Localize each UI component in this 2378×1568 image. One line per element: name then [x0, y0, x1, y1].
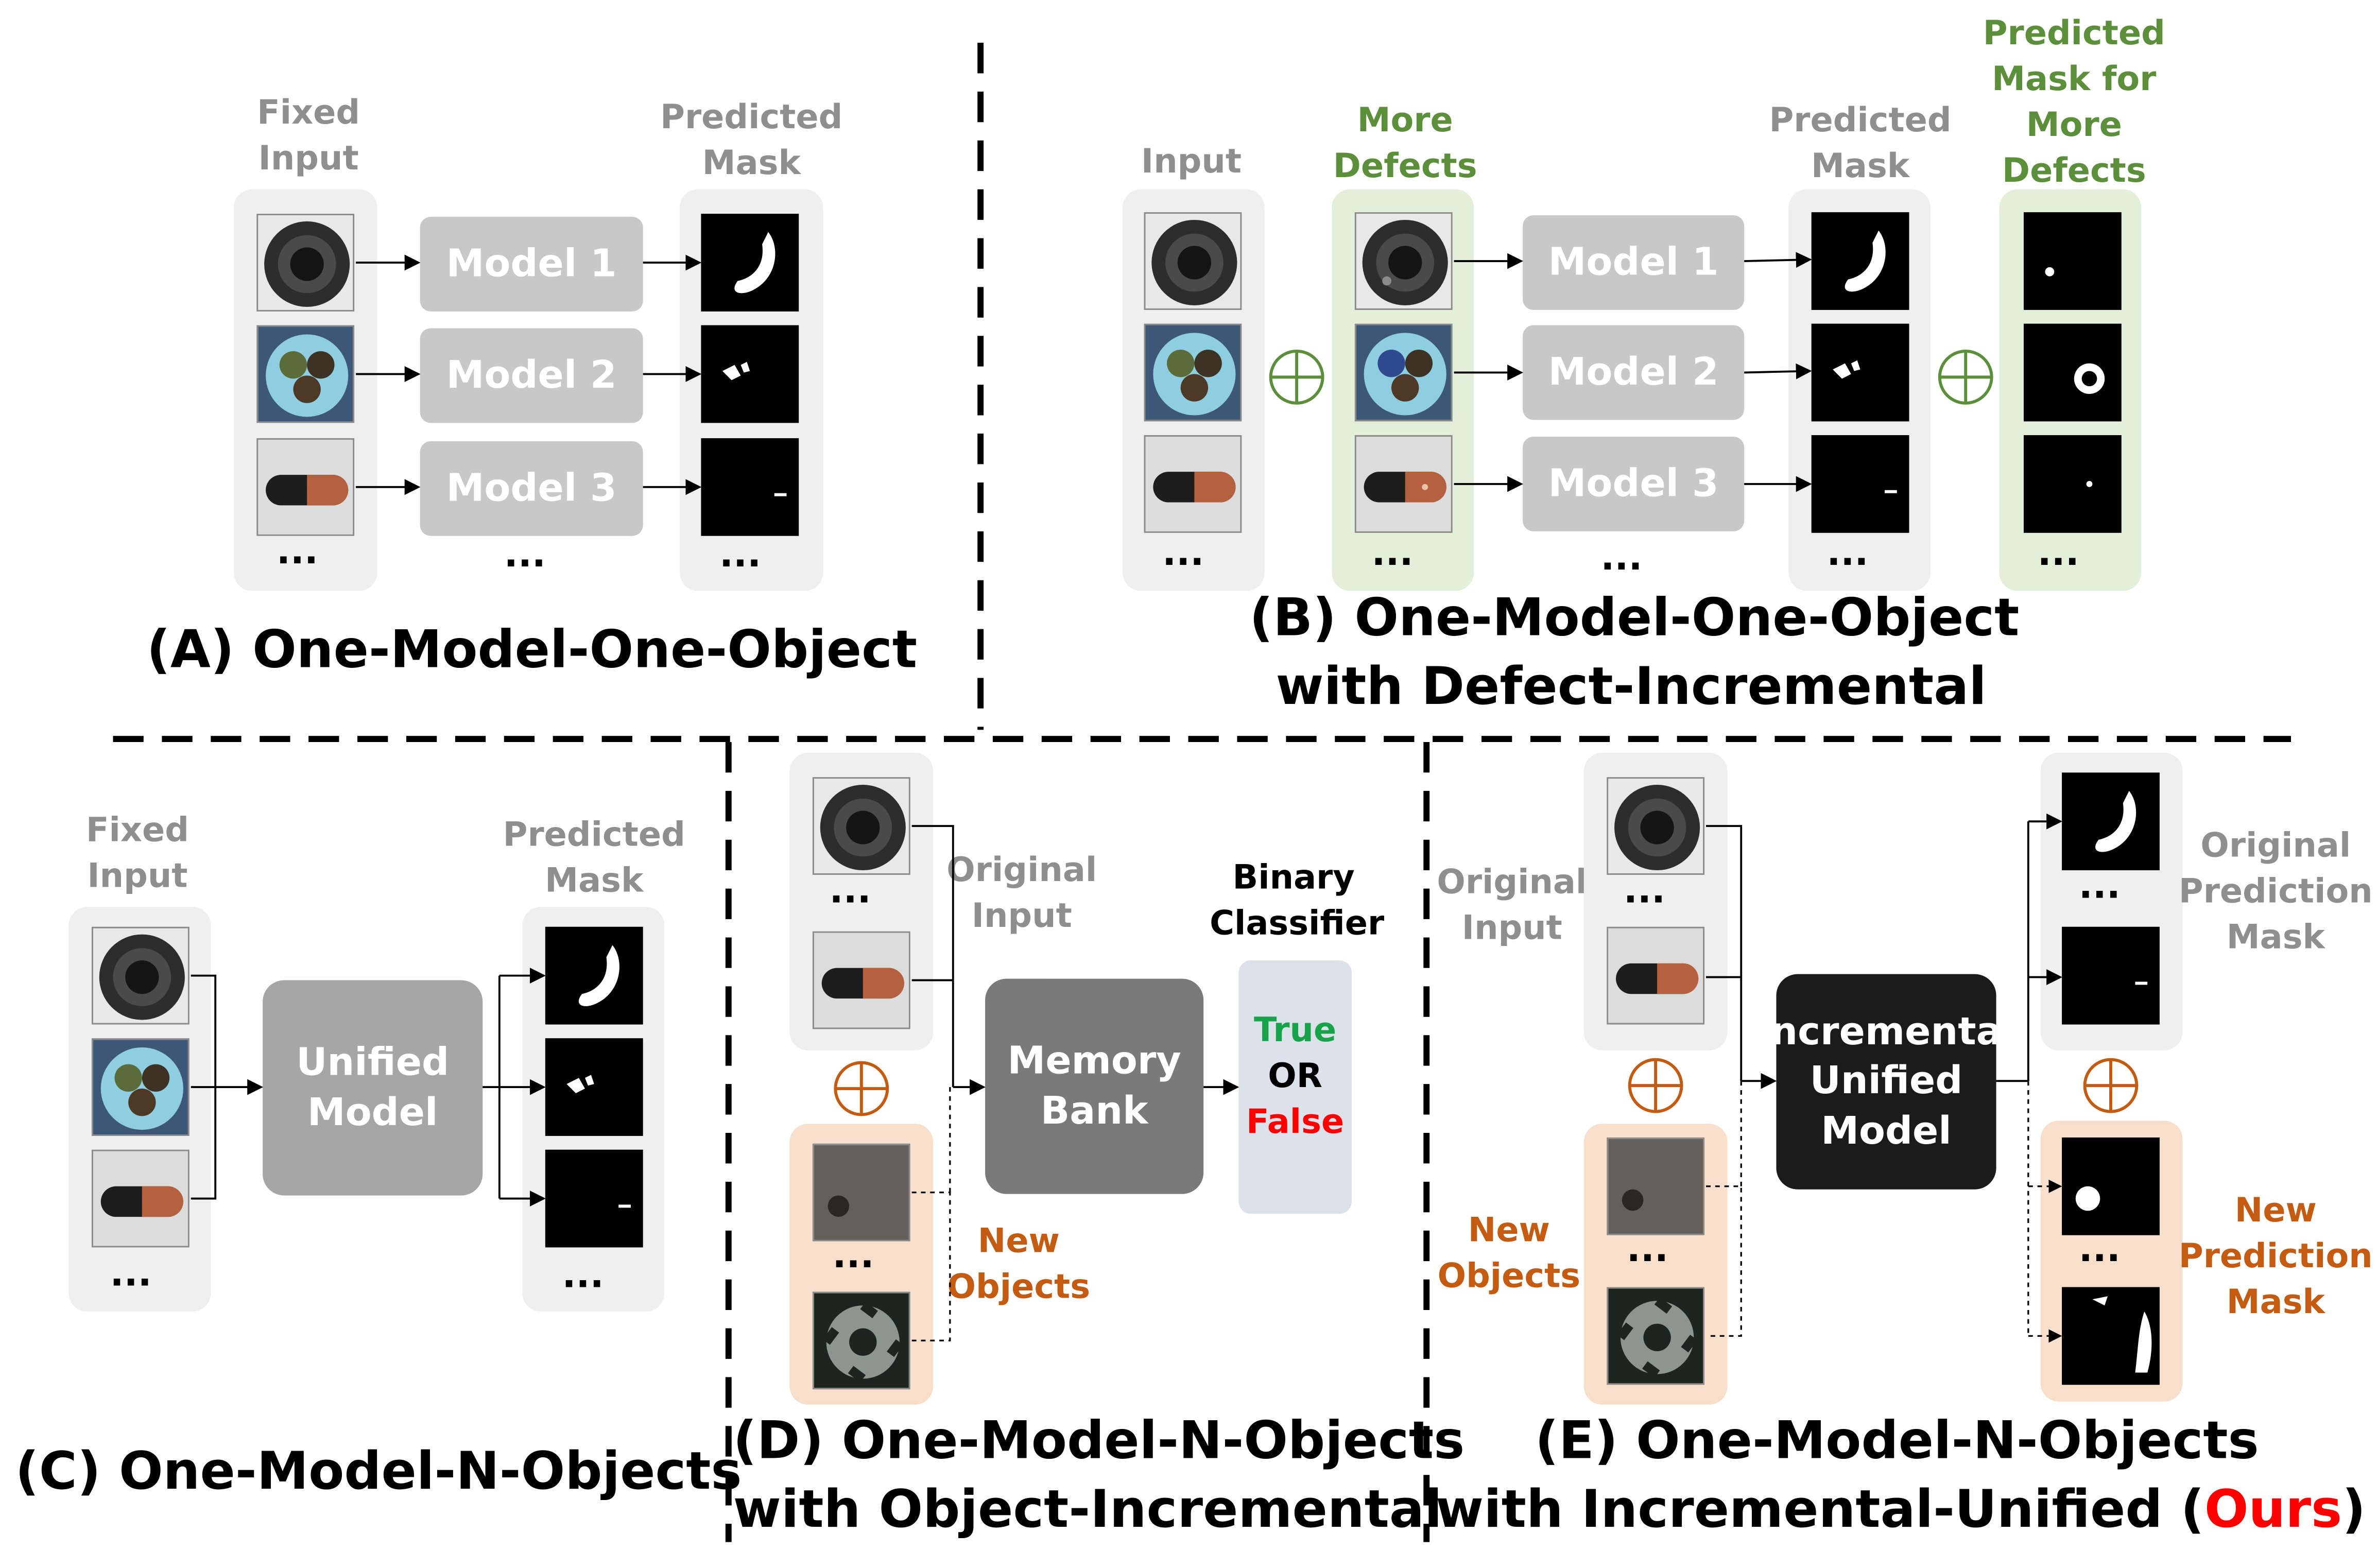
panel-d-true-text: True	[1254, 1012, 1337, 1050]
mask-image	[2062, 926, 2160, 1025]
panel-b-caption-line-2: with Defect-Incremental	[1276, 656, 1987, 718]
panel-c-input-label: Fixed Input	[85, 812, 189, 897]
new-mask-image	[2062, 1137, 2160, 1235]
defect-mask-image	[2023, 323, 2122, 422]
panel-b-model-3: Model 3	[1523, 436, 1745, 531]
carpet-image	[1607, 1137, 1705, 1235]
screw-image	[91, 926, 189, 1025]
mask-image	[545, 1038, 643, 1136]
panel-e-caption-ours: Ours	[2204, 1479, 2342, 1541]
mask-image	[701, 325, 799, 423]
panel-e-original-label: Original Input	[1437, 864, 1588, 949]
panel-b-model-2: Model 2	[1523, 325, 1745, 420]
screw-image	[1607, 777, 1705, 875]
panel-d-caption-line-2: with Object-Incremental	[733, 1479, 1442, 1541]
cable-image	[91, 1038, 189, 1136]
screw-image	[1144, 212, 1242, 310]
capsule-image	[91, 1149, 189, 1248]
panel-c-caption: (C) One-Model-N-Objects	[15, 1441, 742, 1503]
oplus-icon	[834, 1061, 889, 1116]
mask-image	[545, 1149, 643, 1248]
panel-e-caption-line-1: (E) One-Model-N-Objects	[1535, 1410, 2259, 1472]
panel-a-model-1: Model 1	[420, 217, 643, 312]
oplus-icon	[1269, 349, 1324, 405]
panel-e-orig-mask-label: Original Prediction Mask	[2178, 828, 2373, 958]
panel-d-memory-bank: Memory Bank	[985, 978, 1204, 1194]
panel-b-mask-label: Predicted Mask	[1769, 102, 1952, 186]
capsule-image	[1607, 926, 1705, 1025]
panel-e-new-label: New Objects	[1437, 1212, 1581, 1297]
mask-image	[701, 438, 799, 536]
oplus-icon	[1938, 349, 1993, 405]
defect-mask-image	[2023, 212, 2122, 310]
cable-image	[1144, 323, 1242, 422]
panel-b-caption-line-1: (B) One-Model-One-Object	[1249, 588, 2020, 649]
panel-d-original-label: Original Input	[946, 852, 1097, 936]
mask-image	[545, 926, 643, 1025]
panel-d-new-label: New Objects	[947, 1222, 1091, 1307]
panel-c-unified-model: Unified Model	[263, 980, 483, 1196]
capsule-image	[256, 438, 355, 536]
mask-image	[2062, 772, 2160, 871]
panel-a-mask-label: Predicted Mask	[660, 99, 843, 183]
panel-b-defects-label: More Defects	[1333, 102, 1477, 186]
panel-a-caption: (A) One-Model-One-Object	[146, 619, 918, 681]
panel-b-defect-mask-label: Predicted Mask for More Defects	[1983, 15, 2165, 191]
mask-image	[1811, 323, 1909, 422]
mask-image	[1811, 435, 1909, 533]
new-mask-image	[2062, 1287, 2160, 1385]
panel-d-classifier-title: Binary Classifier	[1210, 859, 1385, 944]
screw-defect-image	[1354, 212, 1453, 310]
panel-b-model-1: Model 1	[1523, 215, 1745, 310]
panel-d-classifier-box	[1238, 960, 1352, 1214]
panel-e-caption-line-2: with Incremental-Unified (Ours)	[1436, 1476, 2366, 1545]
mask-image	[701, 214, 799, 312]
panel-e-caption-pre: with Incremental-Unified (	[1436, 1479, 2204, 1541]
screw-image	[812, 777, 910, 875]
panel-e-caption-post: )	[2342, 1479, 2366, 1541]
panel-a-model-2: Model 2	[420, 328, 643, 423]
panel-b-input-label: Input	[1141, 143, 1242, 182]
oplus-icon	[1628, 1058, 1683, 1113]
mask-image	[1811, 212, 1909, 310]
panel-d-false-text: False	[1246, 1104, 1345, 1142]
metal-nut-image	[812, 1291, 910, 1390]
cable-image	[256, 325, 355, 423]
defect-mask-image	[2023, 435, 2122, 533]
panel-a-model-3: Model 3	[420, 441, 643, 536]
capsule-image	[1144, 435, 1242, 533]
oplus-icon	[2083, 1058, 2139, 1113]
panel-e-incremental-unified-model: ncrementa Unified Model	[1776, 974, 1996, 1190]
metal-nut-image	[1607, 1287, 1705, 1385]
panel-d-or-text: OR	[1268, 1058, 1323, 1096]
carpet-image	[812, 1143, 910, 1242]
panel-e-new-mask-label: New Prediction Mask	[2178, 1192, 2373, 1322]
capsule-image	[812, 931, 910, 1029]
screw-image	[256, 214, 355, 312]
panel-a-input-label: Fixed Input	[257, 94, 360, 179]
cable-defect-image	[1354, 323, 1453, 422]
panel-c-mask-label: Predicted Mask	[503, 817, 685, 901]
capsule-defect-image	[1354, 435, 1453, 533]
panel-d-caption-line-1: (D) One-Model-N-Objects	[733, 1410, 1465, 1472]
